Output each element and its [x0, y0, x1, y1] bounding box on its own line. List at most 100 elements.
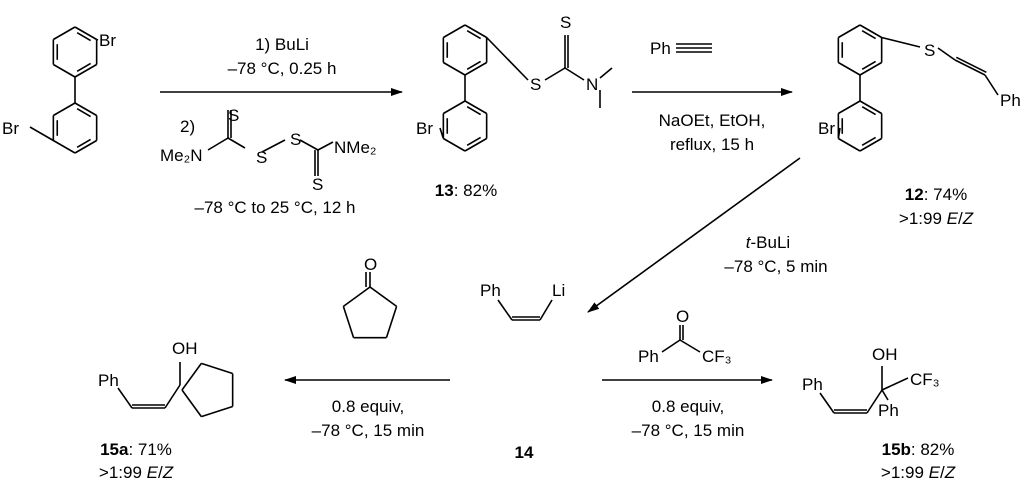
bond — [866, 389, 883, 414]
group-ph: Ph — [1000, 91, 1021, 110]
group-cf3: CF₃ — [910, 370, 940, 389]
bond — [539, 299, 553, 321]
bond — [661, 339, 681, 353]
step3-conditions: –78 °C, 5 min — [724, 257, 827, 276]
reagent-phenylacetylene: Ph — [650, 39, 671, 58]
bond — [679, 339, 701, 353]
ring-bond — [442, 137, 466, 152]
bond — [317, 141, 334, 151]
ring-bond — [859, 61, 883, 76]
bond — [439, 127, 445, 139]
atom-s: S — [530, 75, 541, 94]
compound-15a-ratio: >1:99 E/Z — [99, 463, 174, 482]
aromatic-bond — [76, 62, 92, 72]
aromatic-bond — [861, 106, 877, 116]
ring-bond — [859, 24, 883, 39]
ring-bond — [342, 286, 371, 307]
compound-15a-label: 15a: 71% — [100, 440, 172, 459]
compound-12-ratio: >1:99 E/Z — [899, 209, 974, 228]
reagent-me2n: Me₂N — [160, 146, 203, 165]
group-ph: Ph — [98, 371, 119, 390]
ratio: >1:99 — [899, 209, 947, 228]
ring-bond — [464, 24, 488, 39]
aromatic-bond — [861, 30, 877, 40]
bond — [837, 127, 841, 139]
bond — [881, 36, 921, 48]
ring-bond — [442, 100, 466, 115]
reagent-nme2: NMe₂ — [334, 138, 377, 157]
aromatic-bond — [861, 60, 877, 70]
compound-14-label: 14 — [515, 443, 534, 462]
atom-br: Br — [818, 119, 835, 138]
group-oh: OH — [172, 339, 198, 358]
bond-lines — [29, 24, 999, 418]
atom-br: Br — [99, 31, 116, 50]
ring-bond — [52, 102, 76, 117]
compound-15b-ratio: >1:99 E/Z — [881, 463, 956, 482]
bond — [819, 392, 835, 414]
yield: : 74% — [924, 185, 967, 204]
bond — [261, 139, 286, 153]
ring-bond — [464, 61, 488, 76]
group-ph: Ph — [878, 401, 899, 420]
ring-bond — [201, 362, 233, 375]
ring-bond — [201, 405, 233, 418]
compound-13-label: 13: 82% — [435, 181, 497, 200]
atom-br: Br — [416, 119, 433, 138]
group-cf3: CF₃ — [702, 347, 732, 366]
ring-bond — [181, 389, 202, 418]
compound-id: 15a — [100, 440, 129, 459]
atom-li: Li — [552, 281, 565, 300]
reagent: -BuLi — [751, 233, 791, 252]
atom-s: S — [924, 41, 935, 60]
atom-s: S — [560, 13, 571, 32]
ring-bond — [369, 286, 398, 307]
yield: : 71% — [128, 440, 171, 459]
ring-bond — [464, 100, 488, 115]
reaction-arrow-3 — [587, 157, 801, 313]
ring-bond — [52, 26, 76, 41]
step4-amount: 0.8 equiv, — [332, 397, 404, 416]
group-oh: OH — [872, 345, 898, 364]
aromatic-bond — [466, 136, 482, 146]
atom-o: O — [676, 307, 689, 326]
ratio-sep: / — [958, 209, 963, 228]
group-ph: Ph — [480, 281, 501, 300]
ratio-sep: / — [940, 463, 945, 482]
bond — [117, 387, 133, 409]
step5-conditions: –78 °C, 15 min — [632, 421, 745, 440]
ratio-z: Z — [162, 463, 174, 482]
bond — [599, 67, 613, 79]
ring-bond — [464, 137, 488, 152]
aromatic-bond — [466, 106, 482, 116]
step5-amount: 0.8 equiv, — [652, 397, 724, 416]
bond — [937, 47, 956, 61]
ring-bond — [837, 61, 861, 76]
aromatic-bond — [76, 32, 92, 42]
atom-s: S — [312, 175, 323, 194]
step4-conditions: –78 °C, 15 min — [312, 421, 425, 440]
aromatic-bond — [76, 138, 92, 148]
bond — [984, 74, 999, 96]
ratio-e: E — [929, 463, 941, 482]
ring-bond — [52, 139, 76, 154]
compound-id: 12 — [905, 185, 924, 204]
ratio-z: Z — [944, 463, 956, 482]
compound-id: 13 — [435, 181, 454, 200]
ratio-e: E — [147, 463, 159, 482]
ring-bond — [837, 24, 861, 39]
ring-bond — [859, 100, 883, 115]
ring-bond — [342, 306, 355, 338]
aromatic-bond — [466, 60, 482, 70]
step1-number: 2) — [180, 117, 195, 136]
aromatic-bond — [466, 30, 482, 40]
aromatic-bond — [861, 136, 877, 146]
yield: : 82% — [911, 440, 954, 459]
yield: : 82% — [454, 181, 497, 200]
bond — [881, 389, 889, 401]
ring-bond — [442, 24, 466, 39]
bond — [497, 299, 513, 321]
step1-reagent: 1) BuLi — [255, 35, 309, 54]
step1-conditions: –78 °C, 0.25 h — [228, 59, 337, 78]
